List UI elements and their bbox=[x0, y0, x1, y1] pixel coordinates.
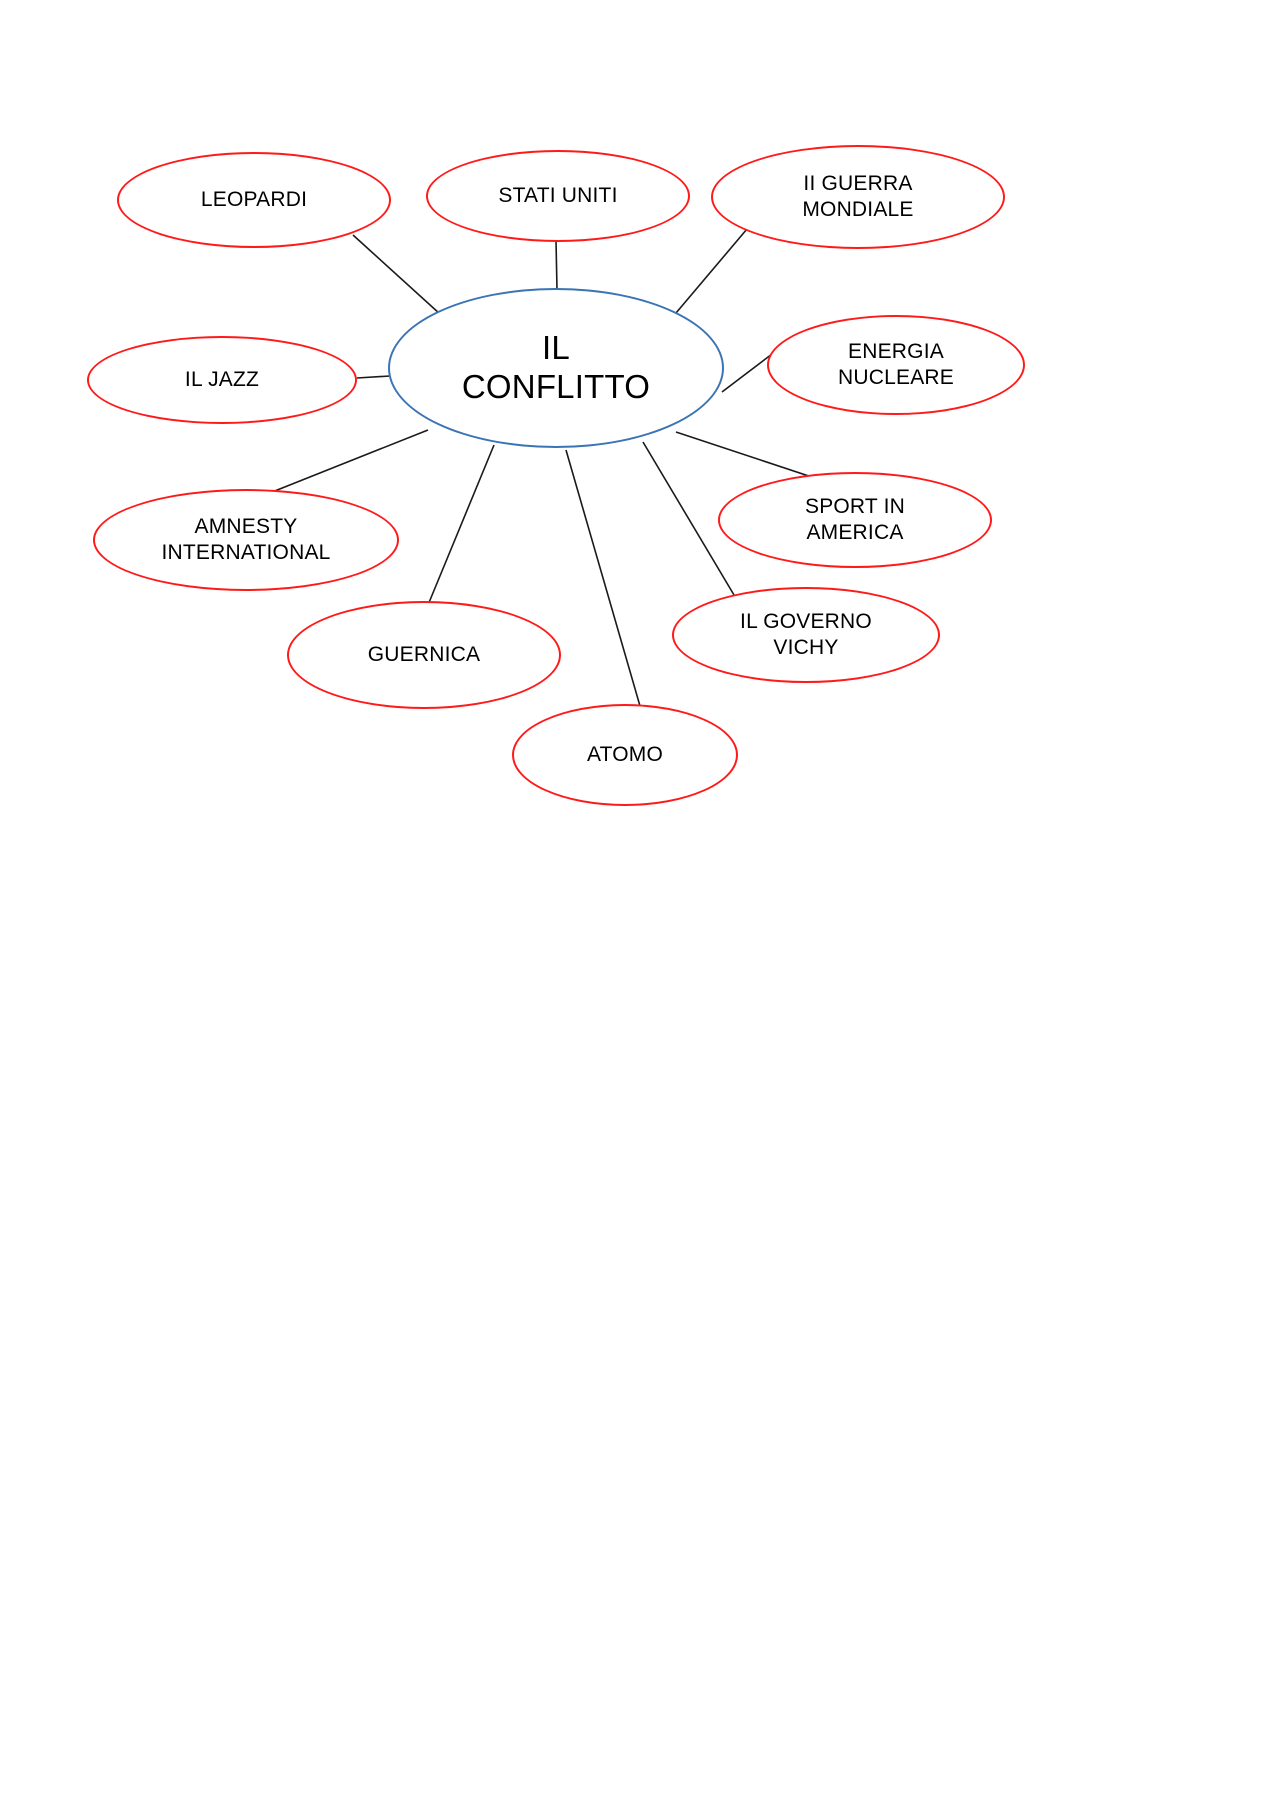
node-central-topic-label: IL CONFLITTO bbox=[461, 329, 651, 405]
node-guernica-label: GUERNICA bbox=[367, 643, 481, 667]
node-il-jazz[interactable]: IL JAZZ bbox=[87, 336, 357, 424]
node-atomo[interactable]: ATOMO bbox=[512, 704, 738, 806]
node-stati-uniti[interactable]: STATI UNITI bbox=[426, 150, 690, 242]
node-il-jazz-label: IL JAZZ bbox=[184, 368, 260, 392]
node-ii-guerra-mondiale-label: II GUERRA MONDIALE bbox=[802, 172, 914, 221]
node-stati-uniti-label: STATI UNITI bbox=[498, 184, 618, 208]
node-il-governo-vichy-label: IL GOVERNO VICHY bbox=[740, 610, 872, 659]
node-sport-in-america-label: SPORT IN AMERICA bbox=[804, 495, 906, 544]
edge-energia bbox=[721, 353, 773, 393]
node-leopardi-label: LEOPARDI bbox=[200, 188, 308, 212]
edge-il-jazz bbox=[356, 375, 391, 379]
node-central-topic[interactable]: IL CONFLITTO bbox=[388, 288, 724, 448]
node-amnesty-international[interactable]: AMNESTY INTERNATIONAL bbox=[93, 489, 399, 591]
node-atomo-label: ATOMO bbox=[586, 743, 664, 767]
edge-guernica bbox=[427, 444, 495, 606]
node-energia-nucleare[interactable]: ENERGIA NUCLEARE bbox=[767, 315, 1025, 415]
node-il-governo-vichy[interactable]: IL GOVERNO VICHY bbox=[672, 587, 940, 683]
node-energia-nucleare-label: ENERGIA NUCLEARE bbox=[838, 340, 954, 389]
edge-leopardi bbox=[352, 234, 441, 315]
node-leopardi[interactable]: LEOPARDI bbox=[117, 152, 391, 248]
edge-atomo bbox=[565, 449, 641, 707]
node-sport-in-america[interactable]: SPORT IN AMERICA bbox=[718, 472, 992, 568]
node-amnesty-international-label: AMNESTY INTERNATIONAL bbox=[161, 515, 331, 564]
edge-ii-guerra bbox=[675, 228, 748, 314]
node-ii-guerra-mondiale[interactable]: II GUERRA MONDIALE bbox=[711, 145, 1005, 249]
edge-stati-uniti bbox=[555, 239, 558, 291]
node-guernica[interactable]: GUERNICA bbox=[287, 601, 561, 709]
